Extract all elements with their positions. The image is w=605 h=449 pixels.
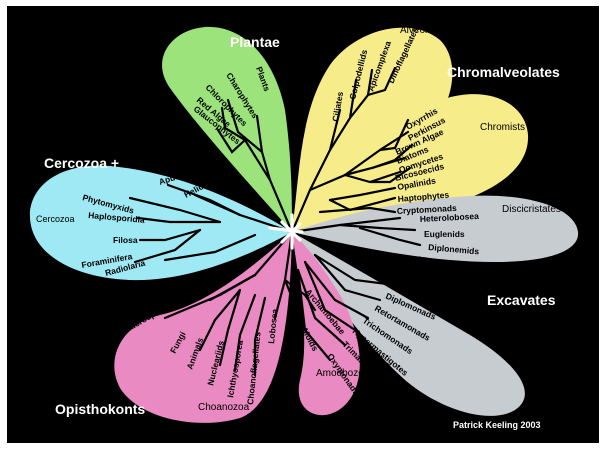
label-cercozoa-group: Cercozoa + <box>44 155 119 171</box>
taxon-heterolobosea: Heterolobosea <box>420 211 480 224</box>
petal-cercozoa <box>29 165 292 281</box>
label-excavates: Excavates <box>487 292 556 308</box>
root-junction <box>268 213 304 250</box>
taxon-haplosporidia: Haplosporidia <box>88 210 146 225</box>
label-choanozoa: Choanozoa <box>198 402 250 413</box>
label-discicristates: Discicristates <box>502 204 561 215</box>
taxon-euglenids: Euglenids <box>424 229 465 239</box>
taxon-diplonemids: Diplonemids <box>428 242 480 256</box>
label-alveolates: Alveolates <box>400 25 446 36</box>
taxon-lobosea: Lobosea <box>266 308 280 344</box>
label-chromists: Chromists <box>480 122 525 133</box>
taxon-cryptomonads: Cryptomonads <box>397 203 458 216</box>
label-opisthokonts: Opisthokonts <box>55 401 145 417</box>
petal-discicristates <box>292 195 579 262</box>
branch-lines <box>128 66 422 377</box>
label-amoebozoa: Amoebozoa <box>316 368 370 379</box>
taxon-filosa: Filosa <box>113 235 138 245</box>
label-chromalveolates: Chromalveolates <box>447 64 560 80</box>
taxon-haptophytes: Haptophytes <box>397 190 449 204</box>
label-cercozoa: Cercozoa <box>36 214 75 224</box>
label-plantae: Plantae <box>230 34 280 50</box>
credit-text: Patrick Keeling 2003 <box>453 420 541 430</box>
petal-amoebozoa <box>292 232 360 416</box>
